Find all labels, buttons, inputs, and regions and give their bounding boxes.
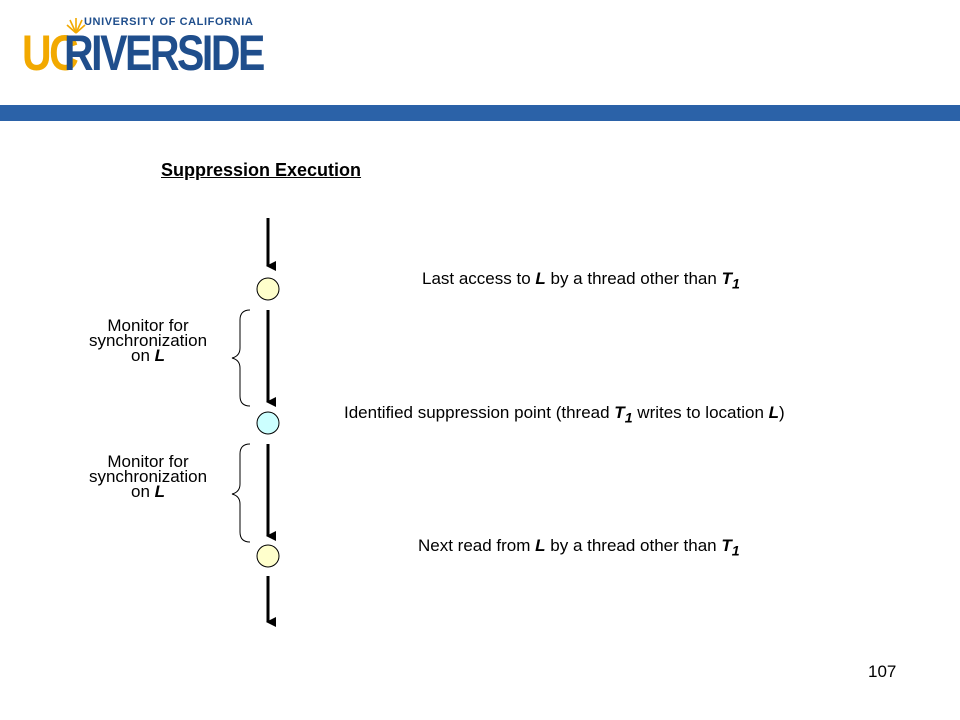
- brace-1: [231, 309, 251, 407]
- event-node-1: [256, 277, 280, 301]
- sunburst-icon: [66, 18, 86, 34]
- event-node-3: [256, 544, 280, 568]
- slide-title: Suppression Execution: [161, 160, 362, 180]
- event-label-suppression-point: Identified suppression point (thread T1 …: [344, 403, 785, 427]
- uc-riverside-logo: UNIVERSITY OF CALIFORNIA UC RIVERSIDE: [22, 16, 265, 81]
- brace-2: [231, 443, 251, 543]
- event-label-last-access: Last access to L by a thread other than …: [422, 269, 740, 293]
- event-node-2: [256, 411, 280, 435]
- monitor-label-1: Monitor for synchronization on L: [88, 316, 208, 365]
- monitor-label-2: Monitor for synchronization on L: [88, 452, 208, 501]
- header-bar: [0, 105, 960, 121]
- logo-university-text: UNIVERSITY OF CALIFORNIA: [84, 16, 254, 28]
- logo-riverside-text: RIVERSIDE: [64, 25, 265, 81]
- event-label-next-read: Next read from L by a thread other than …: [418, 536, 740, 560]
- page-number: 107: [868, 662, 897, 681]
- logo-uc-text: UC: [22, 25, 79, 81]
